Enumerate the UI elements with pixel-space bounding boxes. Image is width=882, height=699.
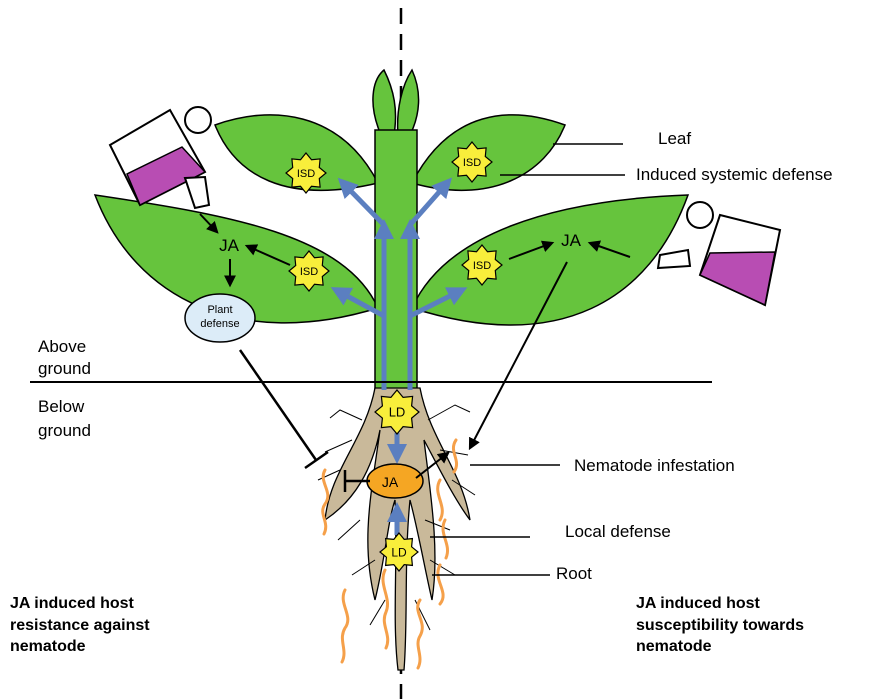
- above-ground-label-2: ground: [38, 358, 91, 380]
- left-spray-flask: [110, 107, 211, 208]
- lower-right-leaf: [412, 195, 688, 325]
- ja-root-label: JA: [382, 474, 399, 490]
- apical-bud-right: [398, 70, 419, 135]
- right-note: JA induced host susceptibility towards n…: [636, 593, 804, 658]
- right-note-line-3: nematode: [636, 636, 804, 658]
- left-note-line-3: nematode: [10, 636, 150, 658]
- below-ground-label-2: ground: [38, 420, 91, 442]
- ja-left-label: JA: [219, 236, 240, 255]
- below-ground-label-1: Below: [38, 396, 84, 418]
- ja-right-label: JA: [561, 231, 582, 250]
- isd-star-upper-right-label: ISD: [463, 157, 481, 169]
- upper-right-leaf: [412, 115, 565, 190]
- plant-defense-label-2: defense: [200, 318, 239, 330]
- left-note: JA induced host resistance against nemat…: [10, 593, 150, 658]
- ld-star-upper-label: LD: [389, 405, 406, 420]
- right-note-line-2: susceptibility towards: [636, 615, 804, 637]
- root-label: Root: [556, 563, 592, 585]
- nematode-infestation-label: Nematode infestation: [574, 455, 735, 477]
- isd-star-lower-left-label: ISD: [300, 266, 318, 278]
- isd-star-lower-right-label: ISD: [473, 260, 491, 272]
- isd-star-upper-left-label: ISD: [297, 168, 315, 180]
- ld-star-lower-label: LD: [391, 545, 407, 559]
- induced-systemic-defense-label: Induced systemic defense: [636, 164, 833, 186]
- left-note-line-2: resistance against: [10, 615, 150, 637]
- left-note-line-1: JA induced host: [10, 593, 150, 615]
- plant-defense-label-1: Plant: [207, 304, 232, 316]
- apical-bud: [373, 70, 396, 135]
- local-defense-label: Local defense: [565, 521, 671, 543]
- right-note-line-1: JA induced host: [636, 593, 804, 615]
- leaf-label: Leaf: [658, 128, 691, 150]
- above-ground-label-1: Above: [38, 336, 86, 358]
